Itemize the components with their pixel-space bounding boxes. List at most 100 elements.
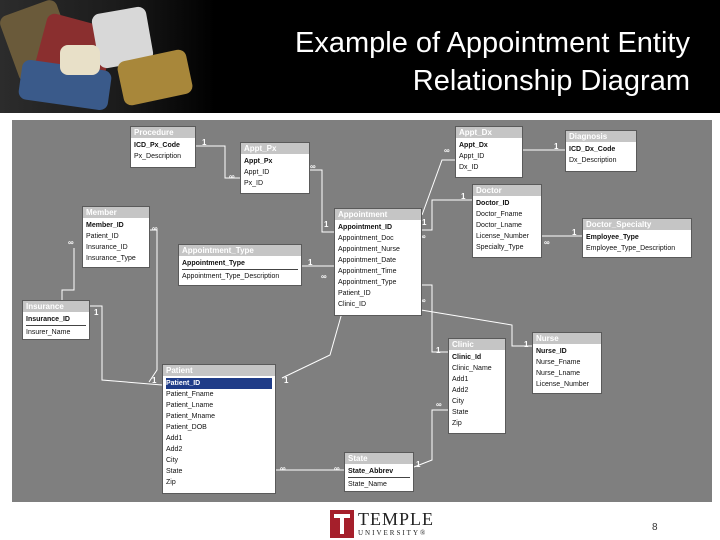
table-field: Doctor_Fname [476, 211, 523, 218]
table-insurance[interactable]: Insurance Insurance_ID Insurer_Name [22, 300, 90, 340]
temple-t-logo-icon [330, 510, 354, 538]
table-field: Px_Description [134, 153, 182, 160]
slide-title: Example of Appointment Entity Relationsh… [295, 24, 690, 100]
table-field: Appointment_ID [338, 224, 393, 231]
logo-main: TEMPLE [358, 509, 434, 529]
slide-title-line-2: Relationship Diagram [412, 65, 690, 97]
table-field: Appointment_Doc [338, 235, 394, 242]
erd-canvas: 1 ∞ ∞ 1 ∞ 1 1 1 ∞ 1 ∞ ∞ ∞ 1 ∞ 1 1 1 ∞ 1 … [12, 120, 712, 502]
table-appointment[interactable]: Appointment Appointment_ID Appointment_D… [334, 208, 422, 316]
table-doctor-specialty[interactable]: Doctor_Specialty Employee_Type Employee_… [582, 218, 692, 258]
table-field: Add1 [452, 376, 469, 383]
table-field: Dx_Description [569, 157, 617, 164]
slide-title-line-1: Example of Appointment Entity [295, 27, 690, 59]
table-field: Add2 [166, 446, 183, 453]
table-field: City [166, 457, 179, 464]
logo-sub: UNIVERSITY® [358, 529, 428, 537]
table-nurse[interactable]: Nurse Nurse_ID Nurse_Fname Nurse_Lname L… [532, 332, 602, 394]
line-member-patient [148, 229, 158, 383]
cardinality-many: ∞ [280, 464, 286, 473]
table-field: Clinic_ID [338, 301, 367, 308]
table-field: Zip [452, 420, 462, 427]
line-nurse-appointment [420, 309, 532, 347]
table-title: Appt_Px [241, 143, 309, 154]
table-field: Appointment_Type_Description [182, 273, 280, 280]
table-appt-dx[interactable]: Appt_Dx Appt_Dx Appt_ID Dx_ID [455, 126, 523, 178]
cardinality-one: 1 [94, 308, 99, 317]
table-field: Member_ID [86, 222, 124, 229]
cardinality-many: ∞ [321, 272, 327, 281]
table-field: Appt_Dx [459, 142, 488, 149]
line-member-insurance [61, 248, 75, 300]
table-title: Member [83, 207, 149, 218]
table-title: Appointment_Type [179, 245, 301, 256]
table-title: Patient [163, 365, 275, 376]
slide-header: Example of Appointment Entity Relationsh… [0, 0, 720, 113]
table-field: ICD_Px_Code [134, 142, 180, 149]
table-field: ICD_Dx_Code [569, 146, 616, 153]
table-field: Appointment_Time [338, 268, 397, 275]
table-field: State_Abbrev [348, 466, 410, 478]
table-title: Appointment [335, 209, 421, 220]
line-appt-dx-appointment [421, 159, 455, 216]
table-field: Insurance_ID [86, 244, 128, 251]
table-diagnosis[interactable]: Diagnosis ICD_Dx_Code Dx_Description [565, 130, 637, 172]
cardinality-one: 1 [308, 258, 313, 267]
cardinality-many: ∞ [229, 172, 235, 181]
table-field: Add2 [452, 387, 469, 394]
table-doctor[interactable]: Doctor Doctor_ID Doctor_Fname Doctor_Lna… [472, 184, 542, 258]
table-field: Appointment_Type [338, 279, 397, 286]
table-field: Appt_ID [244, 169, 270, 176]
page-number: 8 [652, 522, 658, 533]
cardinality-many: ∞ [444, 146, 450, 155]
table-field: Clinic_Name [452, 365, 492, 372]
table-field: Patient_ID [338, 290, 371, 297]
table-state[interactable]: State State_Abbrev State_Name [344, 452, 414, 492]
table-field: Patient_Mname [166, 413, 216, 420]
table-member[interactable]: Member Member_ID Patient_ID Insurance_ID… [82, 206, 150, 268]
slide-footer [0, 504, 720, 540]
line-insurance-patient [90, 305, 163, 386]
table-field: State [452, 409, 469, 416]
table-title: Clinic [449, 339, 505, 350]
table-field: State [166, 468, 183, 475]
cardinality-one: 1 [461, 192, 466, 201]
table-field: Appt_Px [244, 158, 273, 165]
cardinality-many: ∞ [544, 238, 550, 247]
table-field: Nurse_Lname [536, 370, 580, 377]
temple-logo-text: TEMPLE UNIVERSITY® [358, 509, 434, 538]
cardinality-one: 1 [324, 220, 329, 229]
table-field: Nurse_ID [536, 348, 567, 355]
table-field: Zip [166, 479, 176, 486]
cardinality-many: ∞ [152, 224, 158, 233]
table-field: Insurance_ID [26, 314, 86, 326]
table-appointment-type[interactable]: Appointment_Type Appointment_Type Appoin… [178, 244, 302, 286]
table-title: Procedure [131, 127, 195, 138]
header-photo [0, 0, 215, 113]
table-field: Insurer_Name [26, 329, 71, 336]
table-field: Patient_ID [86, 233, 119, 240]
table-appt-px[interactable]: Appt_Px Appt_Px Appt_ID Px_ID [240, 142, 310, 194]
table-field: City [452, 398, 465, 405]
table-patient[interactable]: Patient Patient_ID Patient_Fname Patient… [162, 364, 276, 494]
table-field-selected[interactable]: Patient_ID [166, 378, 272, 389]
table-clinic[interactable]: Clinic Clinic_Id Clinic_Name Add1 Add2 C… [448, 338, 506, 434]
table-field: Px_ID [244, 180, 264, 187]
table-field: Employee_Type [586, 234, 639, 241]
cardinality-one: 1 [202, 138, 207, 147]
table-field: Clinic_Id [452, 354, 482, 361]
table-field: Dx_ID [459, 164, 479, 171]
cardinality-one: 1 [422, 218, 427, 227]
cardinality-many: ∞ [334, 464, 340, 473]
cardinality-many: ∞ [310, 162, 316, 171]
line-clinic-state [413, 409, 448, 468]
table-field: License_Number [536, 381, 589, 388]
table-field: Insurance_Type [86, 255, 136, 262]
table-field: Add1 [166, 435, 183, 442]
table-title: Doctor_Specialty [583, 219, 691, 230]
table-field: Doctor_Lname [476, 222, 522, 229]
cardinality-one: 1 [524, 340, 529, 349]
cardinality-one: 1 [284, 376, 289, 385]
table-title: State [345, 453, 413, 464]
table-procedure[interactable]: Procedure ICD_Px_Code Px_Description [130, 126, 196, 168]
